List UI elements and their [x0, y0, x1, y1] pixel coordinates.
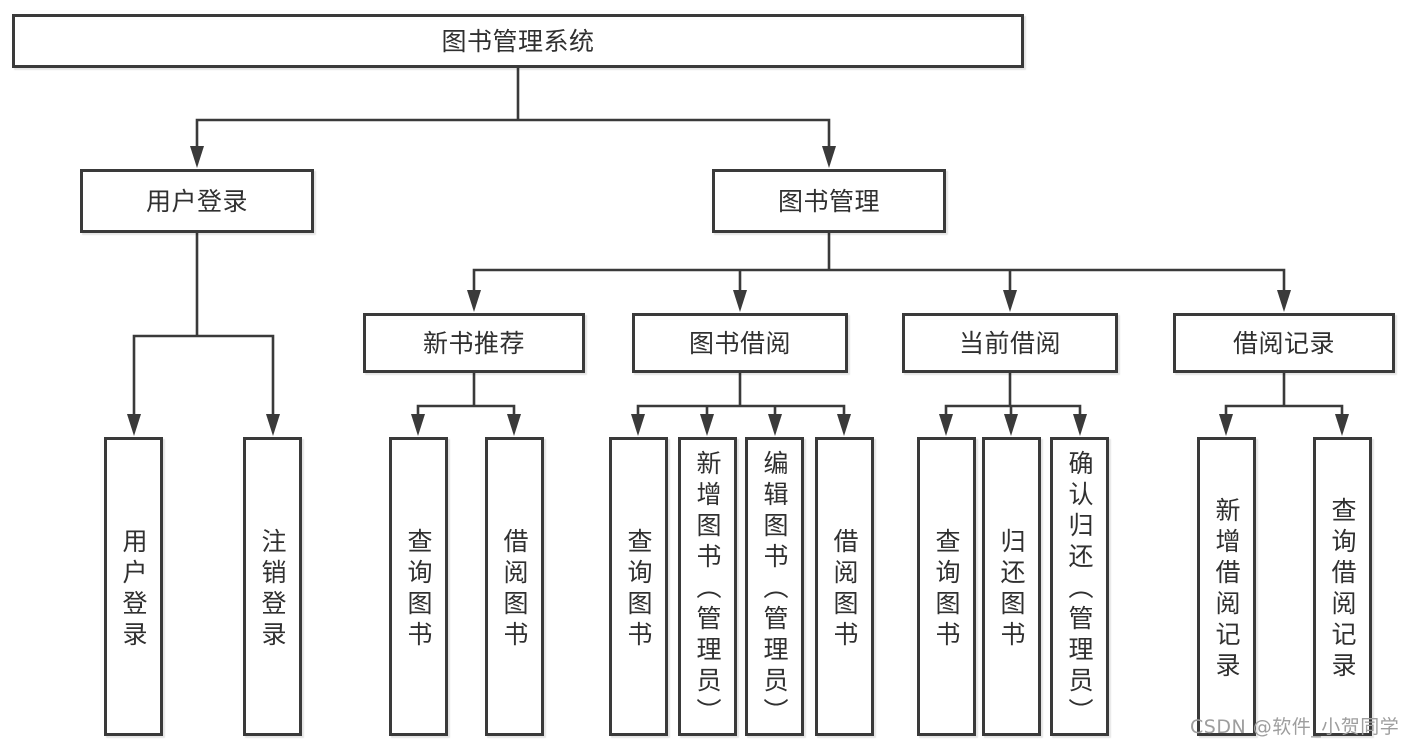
arrowhead [127, 414, 141, 436]
node-label: 图书借阅 [688, 328, 791, 358]
node-book-borrow: 图书借阅 [632, 313, 848, 373]
node-label: 查询图书 [932, 527, 961, 652]
node-root: 图书管理系统 [12, 14, 1024, 68]
node-label: 图书管理系统 [441, 26, 595, 56]
connector-new-book-recommend [411, 373, 521, 436]
node-borrow-records: 借阅记录 [1173, 313, 1395, 373]
leaf-add-book-admin: 新增图书（管理员） [678, 437, 737, 736]
leaf-borrow-books-recommend: 借阅图书 [485, 437, 544, 736]
leaf-confirm-return-admin: 确认归还（管理员） [1050, 437, 1109, 736]
leaf-query-borrow-record: 查询借阅记录 [1313, 437, 1372, 736]
arrowhead [507, 414, 521, 436]
node-current-borrow: 当前借阅 [902, 313, 1118, 373]
leaf-query-books-current: 查询图书 [917, 437, 976, 736]
node-label: 新增借阅记录 [1212, 496, 1241, 683]
connector-user-login [127, 233, 280, 436]
connector-book-borrow [631, 373, 851, 436]
node-label: 查询图书 [404, 527, 433, 652]
arrowhead [1219, 414, 1233, 436]
arrowhead [266, 414, 280, 436]
node-label: 借阅图书 [830, 527, 859, 652]
arrowhead [837, 414, 851, 436]
leaf-return-book: 归还图书 [982, 437, 1041, 736]
connector-root [190, 68, 836, 168]
leaf-borrow-books: 借阅图书 [815, 437, 874, 736]
arrowhead [1003, 290, 1017, 312]
arrowhead [939, 414, 953, 436]
node-label: 查询图书 [624, 527, 653, 652]
arrowhead [1073, 414, 1087, 436]
node-user-login: 用户登录 [80, 169, 314, 233]
arrowhead [768, 414, 782, 436]
node-label: 借阅图书 [500, 527, 529, 652]
arrowhead [733, 290, 747, 312]
connector-borrow-records [1219, 373, 1349, 436]
leaf-edit-book-admin: 编辑图书（管理员） [745, 437, 804, 736]
arrowhead [1277, 290, 1291, 312]
node-label: 查询借阅记录 [1328, 496, 1357, 683]
leaf-add-borrow-record: 新增借阅记录 [1197, 437, 1256, 736]
node-label: 用户登录 [119, 527, 148, 652]
arrowhead [467, 290, 481, 312]
node-label: 注销登录 [258, 527, 287, 652]
node-label: 确认归还（管理员） [1065, 450, 1094, 729]
arrowhead [631, 414, 645, 436]
node-new-book-recommend: 新书推荐 [363, 313, 585, 373]
node-label: 归还图书 [997, 527, 1026, 652]
csdn-watermark: CSDN @软件_小贺同学 [1190, 716, 1400, 738]
arrowhead [1335, 414, 1349, 436]
node-label: 当前借阅 [958, 328, 1061, 358]
node-book-management: 图书管理 [712, 169, 946, 233]
node-label: 编辑图书（管理员） [760, 450, 789, 729]
arrowhead [411, 414, 425, 436]
node-label: 新书推荐 [422, 328, 525, 358]
leaf-user-login: 用户登录 [104, 437, 163, 736]
connector-book-management [467, 233, 1291, 312]
node-label: 新增图书（管理员） [693, 450, 722, 729]
node-label: 用户登录 [145, 186, 248, 216]
node-label: 图书管理 [777, 186, 880, 216]
leaf-query-books-recommend: 查询图书 [389, 437, 448, 736]
arrowhead [700, 414, 714, 436]
leaf-logout: 注销登录 [243, 437, 302, 736]
arrowhead [190, 146, 204, 168]
connector-current-borrow [939, 373, 1087, 436]
arrowhead [822, 146, 836, 168]
node-label: 借阅记录 [1232, 328, 1335, 358]
arrowhead [1004, 414, 1018, 436]
leaf-query-books-borrow: 查询图书 [609, 437, 668, 736]
